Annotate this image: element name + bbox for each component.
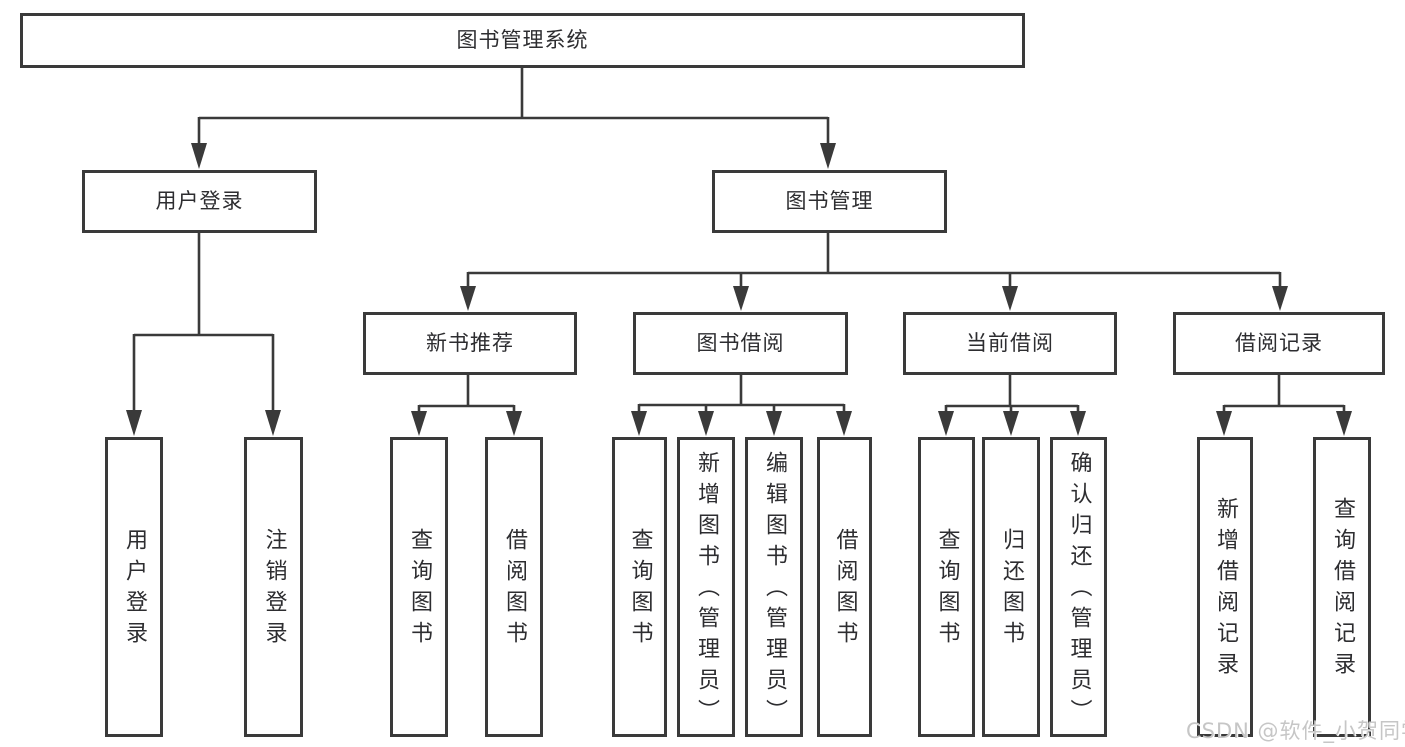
leaf-record-add-record: 新增借阅记录 xyxy=(1197,437,1253,737)
node-book-management: 图书管理 xyxy=(712,170,947,233)
csdn-watermark: CSDN @软件_小贺同学 xyxy=(1186,719,1405,743)
leaf-borrow-query-book: 查询图书 xyxy=(612,437,667,737)
leaf-record-query-record: 查询借阅记录 xyxy=(1313,437,1371,737)
node-user-login: 用户登录 xyxy=(82,170,317,233)
leaf-logout: 注销登录 xyxy=(244,437,303,737)
node-borrow-record: 借阅记录 xyxy=(1173,312,1385,375)
connector-root-to-level2 xyxy=(197,67,830,144)
node-root: 图书管理系统 xyxy=(20,13,1025,68)
leaf-borrow-borrow-book: 借阅图书 xyxy=(817,437,872,737)
leaf-user-login: 用户登录 xyxy=(105,437,163,737)
leaf-current-confirm-return-admin: 确认归还（管理员） xyxy=(1050,437,1107,737)
connector-borrow-to-leaves xyxy=(637,374,846,412)
connector-recommend-to-leaves xyxy=(417,374,516,412)
node-current-borrow: 当前借阅 xyxy=(903,312,1117,375)
connector-login-to-leaves xyxy=(132,231,275,410)
leaf-borrow-add-book-admin: 新增图书（管理员） xyxy=(677,437,735,737)
leaf-current-return-book: 归还图书 xyxy=(982,437,1040,737)
node-new-book-recommend: 新书推荐 xyxy=(363,312,577,375)
connector-management-to-level3 xyxy=(466,231,1282,287)
connector-record-to-leaves xyxy=(1222,374,1346,412)
leaf-current-query-book: 查询图书 xyxy=(918,437,975,737)
node-book-borrow: 图书借阅 xyxy=(633,312,848,375)
connector-current-to-leaves xyxy=(944,374,1080,412)
leaf-recommend-borrow-book: 借阅图书 xyxy=(485,437,543,737)
leaf-borrow-edit-book-admin: 编辑图书（管理员） xyxy=(745,437,803,737)
leaf-recommend-query-book: 查询图书 xyxy=(390,437,448,737)
